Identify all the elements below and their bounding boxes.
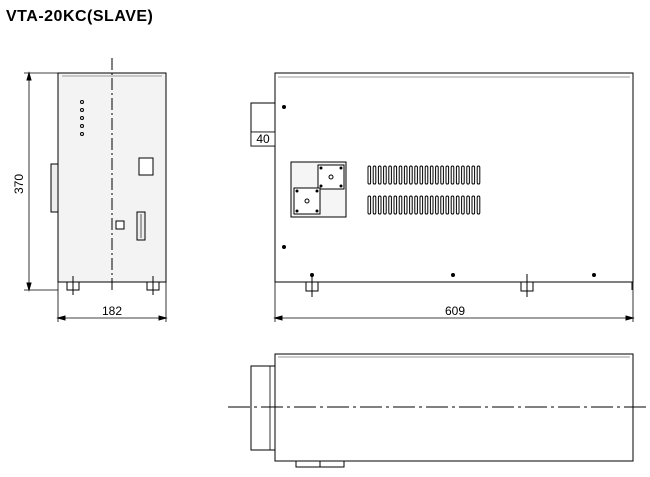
- height-dimension: 370: [12, 174, 26, 194]
- terminal-panel: [290, 161, 347, 218]
- vent-slot: [445, 195, 450, 215]
- vent-slot: [414, 165, 418, 185]
- vent-slot: [419, 195, 424, 215]
- vent-slot: [383, 165, 387, 185]
- vent-slot: [435, 195, 439, 215]
- vent-slot: [403, 165, 408, 185]
- vent-slot: [429, 165, 434, 185]
- vent-slot: [367, 195, 372, 215]
- vent-slot: [424, 195, 429, 215]
- vent-slot: [440, 165, 444, 185]
- vent-slot: [409, 165, 413, 185]
- vent-slot: [461, 165, 465, 185]
- width-dimension: 182: [102, 304, 122, 318]
- vent-slot: [372, 165, 377, 185]
- display-window: [138, 157, 154, 176]
- vent-slot: [455, 165, 460, 185]
- vent-slot: [476, 195, 481, 215]
- front-view: [24, 58, 168, 322]
- vent-slot: [429, 195, 434, 215]
- vent-slot: [398, 165, 403, 185]
- vent-slot: [383, 195, 387, 215]
- vent-slot: [367, 165, 372, 185]
- vent-slot: [409, 195, 413, 215]
- length-dimension: 609: [445, 304, 465, 318]
- protrusion-dimension: 40: [256, 132, 270, 146]
- vent-slot: [450, 195, 455, 215]
- vent-slot: [476, 165, 481, 185]
- vent-slot: [393, 195, 398, 215]
- vent-slot: [440, 195, 444, 215]
- vent-slot: [377, 195, 382, 215]
- vent-slot: [461, 195, 465, 215]
- indicator-leds: [80, 100, 84, 136]
- vent-slot: [419, 165, 424, 185]
- vent-slot: [466, 195, 470, 215]
- vent-slot: [398, 195, 403, 215]
- vent-slot: [471, 165, 476, 185]
- vent-slot: [377, 165, 382, 185]
- vent-slot: [471, 195, 476, 215]
- side-view: [250, 72, 635, 322]
- vent-slot: [388, 195, 392, 215]
- vent-slot: [450, 165, 455, 185]
- vent-slot: [388, 165, 392, 185]
- vent-slot: [414, 195, 418, 215]
- vent-slot: [445, 165, 450, 185]
- vent-slot: [424, 165, 429, 185]
- terminal-symbol: [115, 220, 125, 230]
- ventilation-slots: [367, 165, 481, 215]
- vent-slot: [403, 195, 408, 215]
- vent-slot: [393, 165, 398, 185]
- top-view: [228, 353, 648, 468]
- drawing-title: VTA-20KC(SLAVE): [6, 8, 154, 25]
- vent-slot: [466, 165, 470, 185]
- vent-slot: [435, 165, 439, 185]
- vent-slot: [372, 195, 377, 215]
- vent-slot: [455, 195, 460, 215]
